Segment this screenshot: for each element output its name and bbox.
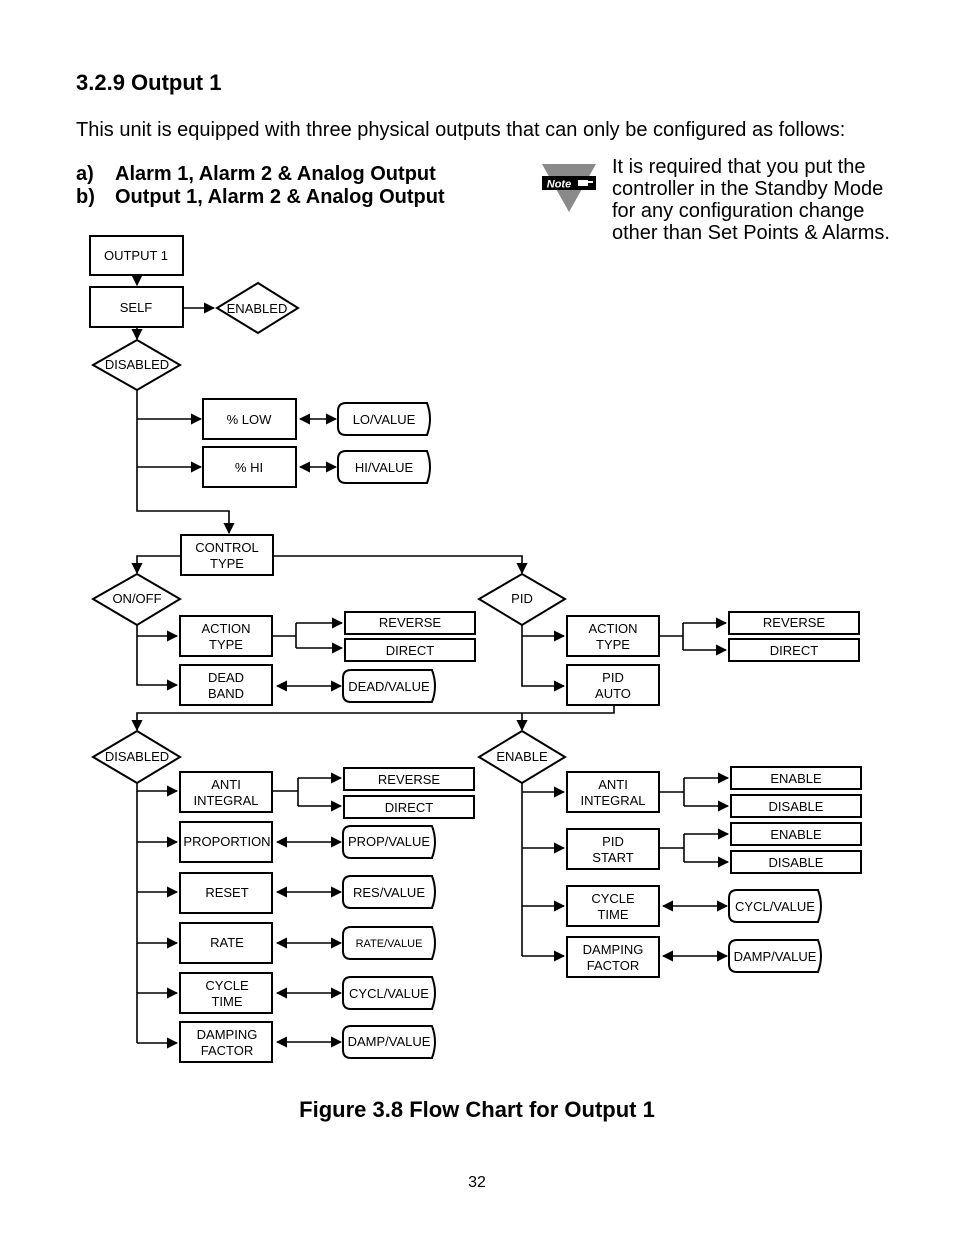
- node-damping-factor-l2: FACTOR: [201, 1043, 254, 1058]
- node-ai-disable: DISABLE: [769, 799, 824, 814]
- node-enabled: ENABLED: [227, 301, 288, 316]
- node-hi-value: HI/VALUE: [355, 460, 414, 475]
- node-en-damping-factor-l1: DAMPING: [583, 942, 644, 957]
- node-pct-hi: % HI: [235, 460, 263, 475]
- node-en-cycle-time-l2: TIME: [597, 907, 628, 922]
- node-control-type-l2: TYPE: [210, 556, 244, 571]
- option-b: b) Output 1, Alarm 2 & Analog Output: [76, 186, 445, 209]
- node-direct: DIRECT: [386, 643, 434, 658]
- node-pid-start-l2: START: [592, 850, 633, 865]
- node-disabled-2: DISABLED: [105, 749, 169, 764]
- node-anti-integral-l2: INTEGRAL: [193, 793, 258, 808]
- node-action-type-l1: ACTION: [201, 621, 250, 636]
- node-res-value: RES/VALUE: [353, 885, 425, 900]
- node-en-anti-integral-l2: INTEGRAL: [580, 793, 645, 808]
- node-pid-start-l1: PID: [602, 834, 624, 849]
- node-en-anti-integral-l1: ANTI: [598, 777, 628, 792]
- node-disabled: DISABLED: [105, 357, 169, 372]
- note-icon: Note: [542, 164, 596, 212]
- node-proportion: PROPORTION: [183, 834, 270, 849]
- node-on-off: ON/OFF: [112, 591, 161, 606]
- node-en-cycl-value: CYCL/VALUE: [735, 899, 815, 914]
- node-en-damp-value: DAMP/VALUE: [734, 949, 817, 964]
- note-text: It is required that you put the controll…: [612, 156, 890, 244]
- node-reverse: REVERSE: [379, 615, 441, 630]
- option-a-text: Alarm 1, Alarm 2 & Analog Output: [115, 163, 436, 185]
- node-pid: PID: [511, 591, 533, 606]
- page-number: 32: [468, 1174, 486, 1191]
- node-pid-action-type-l1: ACTION: [588, 621, 637, 636]
- option-a: a) Alarm 1, Alarm 2 & Analog Output: [76, 163, 436, 186]
- node-lo-value: LO/VALUE: [353, 412, 416, 427]
- node-cycle-time-l2: TIME: [211, 994, 242, 1009]
- node-ps-disable: DISABLE: [769, 855, 824, 870]
- note-badge: Note: [547, 179, 571, 191]
- section-heading: 3.2.9 Output 1: [76, 70, 222, 95]
- pointing-hand-icon: [578, 180, 593, 186]
- node-control-type-l1: CONTROL: [195, 540, 259, 555]
- node-pid-direct: DIRECT: [770, 643, 818, 658]
- node-prop-value: PROP/VALUE: [348, 834, 430, 849]
- node-rate-value: RATE/VALUE: [356, 938, 423, 950]
- node-pid-reverse: REVERSE: [763, 615, 825, 630]
- node-output1: OUTPUT 1: [104, 248, 168, 263]
- node-pct-low: % LOW: [227, 412, 273, 427]
- node-dead-band-l2: BAND: [208, 686, 244, 701]
- node-cycl-value: CYCL/VALUE: [349, 986, 429, 1001]
- option-b-label: b): [76, 186, 95, 208]
- figure-caption: Figure 3.8 Flow Chart for Output 1: [299, 1097, 655, 1122]
- node-ps-enable: ENABLE: [770, 827, 822, 842]
- node-dead-band-l1: DEAD: [208, 670, 244, 685]
- node-en-cycle-time-l1: CYCLE: [591, 891, 635, 906]
- node-dead-value: DEAD/VALUE: [348, 679, 430, 694]
- node-enable: ENABLE: [496, 749, 548, 764]
- node-rate: RATE: [210, 935, 244, 950]
- node-ai-direct: DIRECT: [385, 800, 433, 815]
- node-anti-integral-l1: ANTI: [211, 777, 241, 792]
- node-reset: RESET: [205, 885, 248, 900]
- node-damp-value: DAMP/VALUE: [348, 1034, 431, 1049]
- option-a-label: a): [76, 163, 94, 185]
- node-ai-enable: ENABLE: [770, 771, 822, 786]
- node-en-damping-factor-l2: FACTOR: [587, 958, 640, 973]
- node-damping-factor-l1: DAMPING: [197, 1027, 258, 1042]
- node-action-type-l2: TYPE: [209, 637, 243, 652]
- node-pid-auto-l1: PID: [602, 670, 624, 685]
- option-b-text: Output 1, Alarm 2 & Analog Output: [115, 186, 445, 208]
- intro-paragraph: This unit is equipped with three physica…: [76, 119, 846, 141]
- node-pid-auto-l2: AUTO: [595, 686, 631, 701]
- node-cycle-time-l1: CYCLE: [205, 978, 249, 993]
- node-self: SELF: [120, 300, 153, 315]
- node-pid-action-type-l2: TYPE: [596, 637, 630, 652]
- node-ai-reverse: REVERSE: [378, 772, 440, 787]
